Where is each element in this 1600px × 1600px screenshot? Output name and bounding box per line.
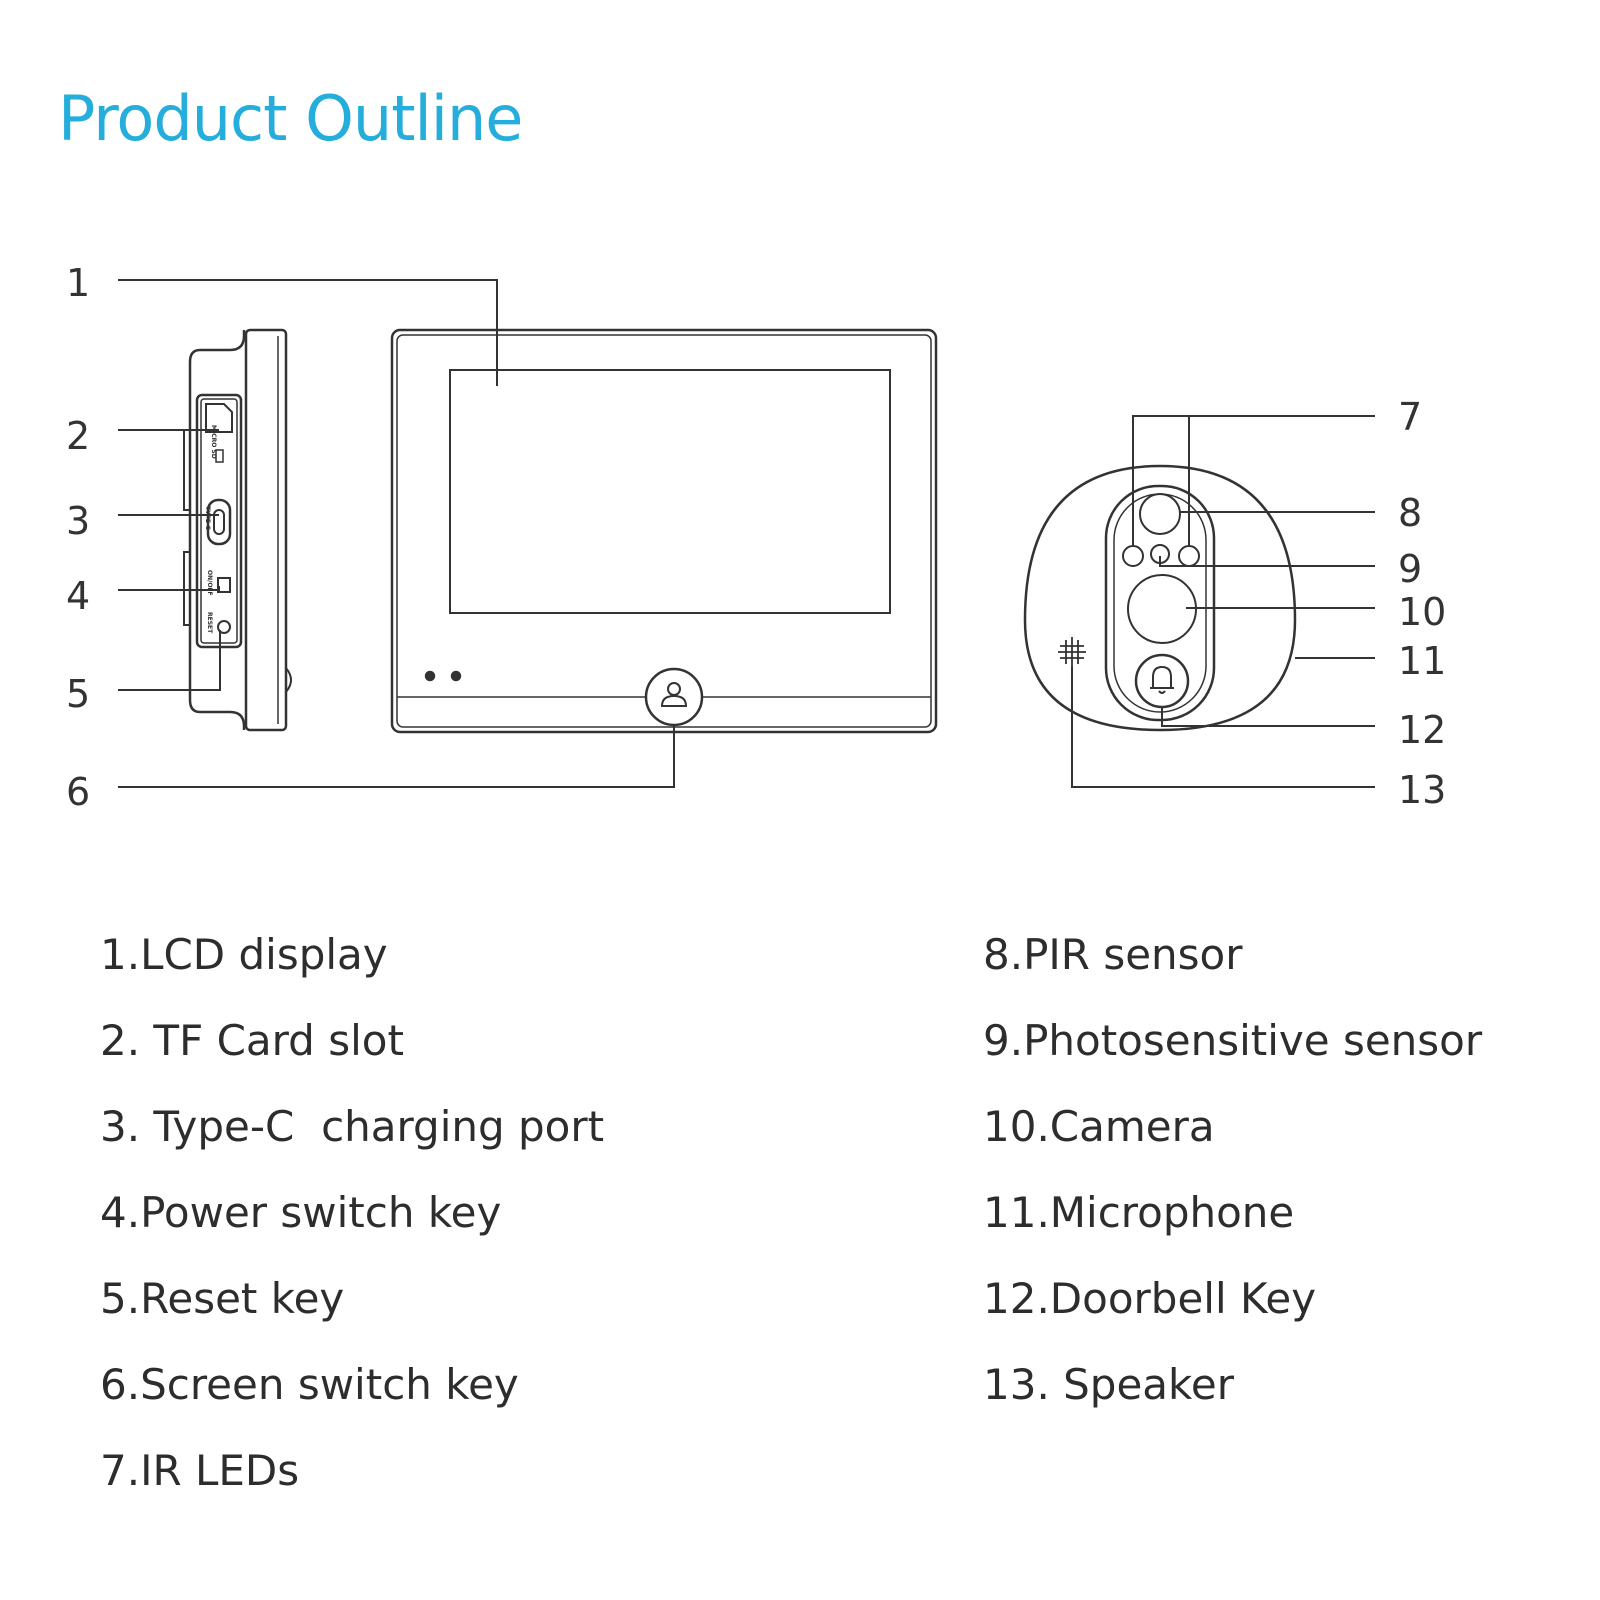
- pir-sensor: [1139, 493, 1181, 535]
- tf-card-slot: [205, 403, 233, 433]
- legend-item-doorbell-key: 12.Doorbell Key: [983, 1274, 1317, 1323]
- type-c-port: [206, 498, 232, 546]
- port-label-power: ON/OFF: [206, 570, 213, 596]
- legend-item-speaker: 13. Speaker: [983, 1360, 1234, 1409]
- reset-button: [217, 620, 231, 634]
- legend-item-camera: 10.Camera: [983, 1102, 1215, 1151]
- camera-lens: [1127, 574, 1197, 644]
- callout-3: 3: [66, 499, 90, 543]
- legend-item-tf-card-slot: 2. TF Card slot: [100, 1016, 404, 1065]
- port-label-reset: RESET: [206, 612, 213, 634]
- legend-item-screen-switch-key: 6.Screen switch key: [100, 1360, 519, 1409]
- bell-icon: [1150, 665, 1174, 694]
- monitor-front-view: [390, 328, 938, 734]
- legend-item-pir-sensor: 8.PIR sensor: [983, 930, 1243, 979]
- legend-item-reset-key: 5.Reset key: [100, 1274, 345, 1323]
- callout-5: 5: [66, 672, 90, 716]
- callout-2: 2: [66, 414, 90, 458]
- page-title: Product Outline: [58, 82, 523, 155]
- doorbell-key: [1134, 653, 1190, 709]
- callout-10: 10: [1398, 590, 1446, 634]
- callout-11: 11: [1398, 639, 1446, 683]
- person-icon: [660, 682, 688, 707]
- monitor-side-view: [183, 328, 292, 732]
- speaker-grille-icon: [1058, 637, 1086, 667]
- callout-12: 12: [1398, 708, 1446, 752]
- callout-8: 8: [1398, 491, 1422, 535]
- legend-item-power-switch-key: 4.Power switch key: [100, 1188, 502, 1237]
- legend-right: 8.PIR sensor 9.Photosensitive sensor 10.…: [983, 930, 1482, 1446]
- leader-lines: [118, 279, 1375, 788]
- ir-led-right: [1178, 545, 1200, 567]
- callout-6: 6: [66, 770, 90, 814]
- lcd-display: [449, 369, 891, 614]
- power-switch: [217, 577, 231, 593]
- doorbell-camera-view: [1023, 464, 1297, 732]
- product-outline-diagram: MICRO SD TYPE-C ON/OFF RESET: [66, 261, 1446, 814]
- legend-item-microphone: 11.Microphone: [983, 1188, 1295, 1237]
- legend-left: 1.LCD display 2. TF Card slot 3. Type-C …: [100, 930, 604, 1532]
- callout-4: 4: [66, 574, 90, 618]
- callout-9: 9: [1398, 547, 1422, 591]
- port-label-type-c: TYPE-C: [204, 506, 211, 530]
- port-label-tf: MICRO SD: [210, 425, 217, 459]
- ir-led-left: [1122, 545, 1144, 567]
- legend-item-photosensitive-sensor: 9.Photosensitive sensor: [983, 1016, 1483, 1065]
- legend-item-ir-leds: 7.IR LEDs: [100, 1446, 300, 1495]
- callout-13: 13: [1398, 768, 1446, 812]
- legend-item-type-c-port: 3. Type-C charging port: [100, 1102, 605, 1151]
- callout-7: 7: [1398, 395, 1422, 439]
- callout-1: 1: [66, 261, 90, 305]
- legend-item-lcd-display: 1.LCD display: [100, 930, 388, 979]
